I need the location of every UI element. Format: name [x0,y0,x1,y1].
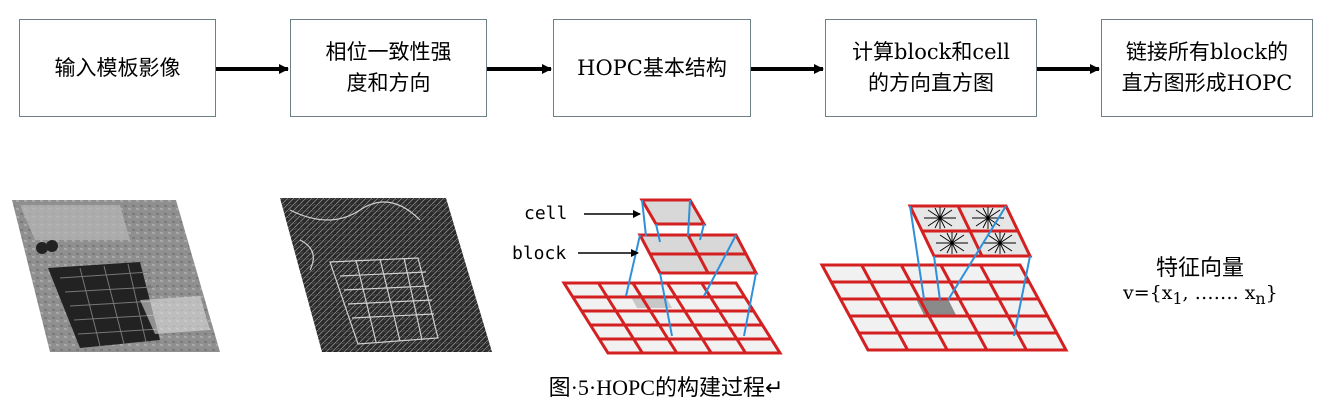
phase-congruency-image [280,198,492,352]
step-label-line1: 相位一致性强 [325,40,452,64]
formula-sub1: 1 [1172,288,1183,308]
cell-label: cell [524,203,568,224]
block-with-histograms [907,204,1033,258]
formula-subn: n [1255,288,1266,308]
step-hopc-structure: HOPC基本结构 [553,19,751,117]
step-input-image: 输入模板影像 [19,19,216,117]
formula-suffix: } [1265,282,1278,304]
step-concatenate: 链接所有block的 直方图形成HOPC [1101,19,1313,117]
step-label-line2: 的方向直方图 [867,71,994,95]
feature-vector-formula: v={x1, ……. xn} [1123,282,1278,308]
orientation-histogram-icons [924,207,1016,254]
step-label: HOPC基本结构 [577,55,727,80]
cell-box [639,198,707,226]
step-label-line1: 计算block和cell [852,40,1010,64]
formula-middle: , ……. x [1182,282,1256,304]
template-image [12,200,220,352]
block-label: block [512,243,567,264]
block-grid [637,233,759,275]
step-histogram: 计算block和cell 的方向直方图 [825,19,1037,117]
figure-caption: 图·5·HOPC的构建过程↵ [548,375,784,400]
feature-vector-title: 特征向量 [1156,256,1245,281]
step-label-line1: 链接所有block的 [1125,40,1289,64]
step-label-line2: 直方图形成HOPC [1121,71,1293,95]
formula-prefix: v={x [1123,282,1173,304]
cell-grid-large [561,281,783,355]
cell-grid-large-2 [819,263,1069,352]
histogram-structure [819,204,1069,352]
step-label: 输入模板影像 [54,55,181,80]
hopc-structure [561,198,783,355]
step-phase-congruency: 相位一致性强 度和方向 [290,19,487,117]
step-label-line2: 度和方向 [346,71,431,95]
